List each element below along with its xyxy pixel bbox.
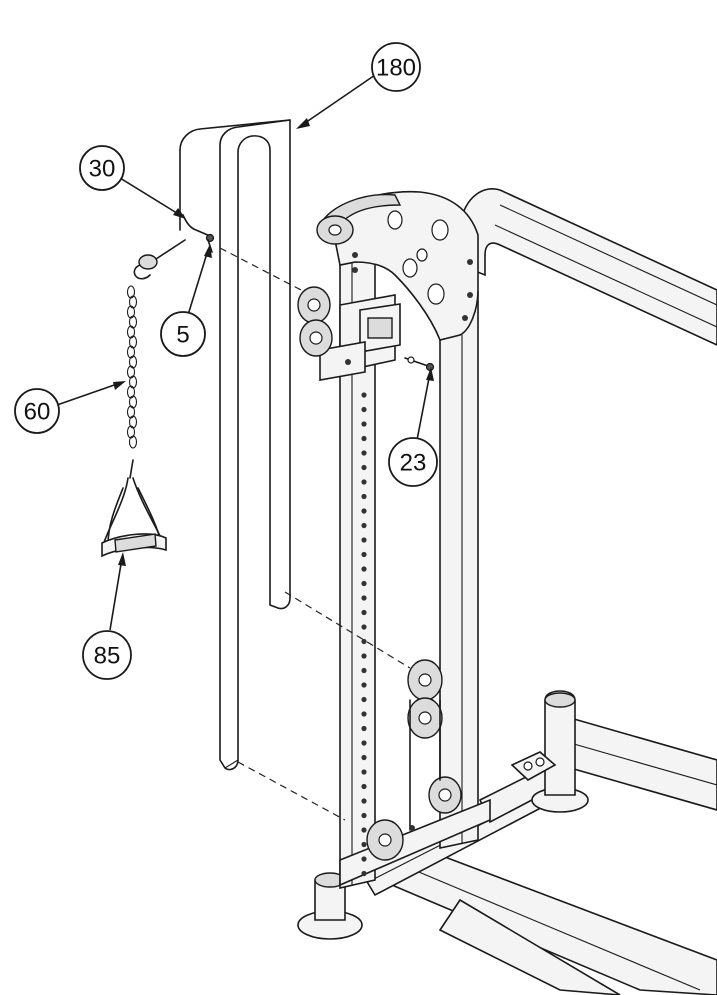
column-hole (361, 551, 367, 558)
column-hole (361, 522, 367, 529)
column-hole (361, 827, 367, 833)
chain-link (126, 285, 136, 299)
callout-label-180: 180 (376, 55, 416, 82)
lower-pulleys (366, 659, 462, 861)
chain-link (128, 295, 138, 309)
top-head-plate (316, 190, 479, 341)
shroud-panel (179, 119, 291, 771)
alignment-lines (219, 247, 411, 821)
column-hole (361, 754, 367, 761)
chain-link (128, 435, 138, 449)
chain-link (128, 395, 138, 409)
column-hole (361, 392, 367, 398)
column-hole (361, 580, 367, 587)
column-hole (361, 624, 367, 630)
column-hole (361, 841, 367, 848)
left-foot (297, 872, 363, 940)
column-hole (361, 450, 367, 456)
column-hole (361, 653, 367, 659)
right-upright-post (510, 690, 589, 813)
column-hole (361, 740, 367, 746)
column-hole (361, 566, 367, 572)
column-hole (361, 638, 367, 645)
column-hole (361, 493, 367, 500)
column-hole (361, 783, 367, 790)
chain (126, 285, 138, 449)
pulley-carriage (297, 286, 435, 381)
chain-link (126, 345, 136, 359)
column-hole (361, 725, 367, 732)
callout-label-23: 23 (400, 450, 427, 477)
callout-label-5: 5 (176, 322, 189, 349)
column-hole (361, 696, 367, 703)
chain-link (126, 405, 136, 419)
column-hole (361, 798, 367, 804)
callout-60: 60 (14, 381, 126, 434)
callout-label-85: 85 (94, 643, 121, 670)
column-hole (361, 682, 367, 688)
callout-23: 23 (388, 367, 438, 487)
callout-85: 85 (82, 552, 132, 680)
column-adjustment-holes (361, 392, 367, 877)
column-hole (361, 537, 367, 543)
chain-link (126, 425, 136, 439)
top-frame-arm (459, 188, 717, 346)
column-hole (361, 464, 367, 471)
column-hole (361, 812, 367, 819)
column-hole (361, 769, 367, 775)
chain-link (126, 305, 136, 319)
chain-link (126, 365, 136, 379)
chain-link (128, 335, 138, 349)
column-hole (361, 595, 367, 601)
callout-label-60: 60 (24, 399, 51, 426)
chain-link (126, 325, 136, 339)
column-hole (361, 609, 367, 616)
callout-label-30: 30 (89, 156, 116, 183)
chain-link (128, 375, 138, 389)
callout-5: 5 (160, 244, 212, 357)
callout-30: 30 (79, 145, 186, 219)
column-hole (361, 870, 367, 877)
column-hole (361, 667, 367, 674)
column-hole (361, 421, 367, 427)
chain-link (128, 355, 138, 369)
chain-link (128, 415, 138, 429)
chain-link (128, 315, 138, 329)
main-column (339, 257, 491, 890)
chain-link (126, 385, 136, 399)
column-hole (361, 435, 367, 442)
column-hole (361, 856, 367, 862)
column-hole (361, 479, 367, 485)
column-hole (361, 711, 367, 717)
column-hole (361, 508, 367, 514)
column-hole (361, 406, 367, 413)
callout-180: 180 (296, 42, 421, 129)
